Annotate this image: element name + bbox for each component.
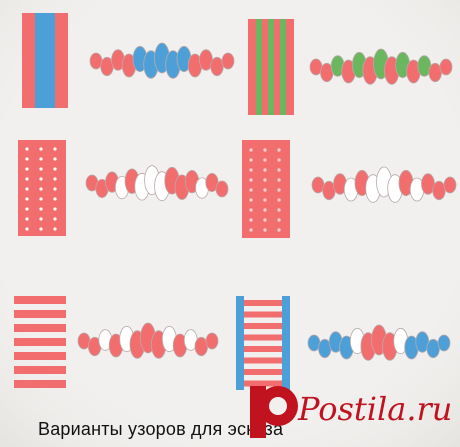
swatch-dot xyxy=(53,197,57,201)
swatch-dot xyxy=(249,148,253,152)
bead xyxy=(443,176,457,194)
postila-logo: Postila.ru xyxy=(250,386,452,438)
swatch-dot xyxy=(25,227,29,231)
swatch-red-white-dots xyxy=(18,140,66,236)
swatch-dot xyxy=(277,158,281,162)
swatch-dot xyxy=(39,147,43,151)
swatch-dot xyxy=(53,177,57,181)
swatch-dot xyxy=(249,188,253,192)
pattern-red-horizontal-stripes xyxy=(77,322,219,359)
bead xyxy=(205,332,219,350)
swatch-dot xyxy=(249,218,253,222)
swatch-dot xyxy=(39,177,43,181)
ladder-rung xyxy=(244,323,282,329)
swatch-dot xyxy=(39,167,43,171)
bead xyxy=(439,58,453,76)
swatch-red-pink-dots xyxy=(242,140,290,238)
swatch-dot xyxy=(277,178,281,182)
swatch-dot xyxy=(39,187,43,191)
bead xyxy=(426,338,440,359)
swatch-stripe xyxy=(14,324,66,332)
bead xyxy=(221,52,235,70)
swatch-blue-center-stripe xyxy=(22,13,68,108)
swatch-dot xyxy=(25,187,29,191)
swatch-stripe xyxy=(14,296,66,304)
pattern-red-dotted-white xyxy=(85,165,229,202)
swatch-dot xyxy=(25,217,29,221)
ladder-rung xyxy=(244,369,282,375)
bead xyxy=(428,62,442,83)
swatch-dot xyxy=(263,228,267,232)
bead xyxy=(215,180,229,198)
swatch-dot xyxy=(277,208,281,212)
caption: Варианты узоров для эскиза xyxy=(38,419,284,439)
swatch-dot xyxy=(277,228,281,232)
swatch-dot xyxy=(263,218,267,222)
swatch-dot xyxy=(249,228,253,232)
swatch-dot xyxy=(277,148,281,152)
swatch-dot xyxy=(263,208,267,212)
pattern-blue-center-stripe xyxy=(89,42,235,79)
swatch-dot xyxy=(53,227,57,231)
bead xyxy=(89,52,103,70)
ladder-rung xyxy=(244,334,282,341)
swatch-dot xyxy=(25,197,29,201)
swatch-dot xyxy=(25,207,29,211)
swatch-dot xyxy=(277,198,281,202)
ladder-rung xyxy=(244,300,282,306)
swatch-dot xyxy=(39,217,43,221)
swatch-dot xyxy=(25,147,29,151)
swatch-dot xyxy=(263,198,267,202)
logo-mark-icon xyxy=(250,386,298,438)
swatch-red-horizontal-stripes xyxy=(14,296,66,388)
ladder-rung xyxy=(244,357,282,364)
pattern-green-red-stripes xyxy=(309,48,453,85)
swatch-dot xyxy=(25,157,29,161)
swatch-dot xyxy=(53,147,57,151)
swatch-dot xyxy=(263,168,267,172)
swatch-dot xyxy=(25,167,29,171)
swatch-dot xyxy=(25,177,29,181)
swatch-dot xyxy=(263,188,267,192)
bead xyxy=(432,180,446,201)
swatch-dot xyxy=(53,217,57,221)
swatch-dot xyxy=(263,178,267,182)
swatch-dot xyxy=(53,187,57,191)
pattern-red-dotted-pink xyxy=(311,166,457,203)
swatch-dot xyxy=(53,157,57,161)
ladder-rung xyxy=(244,311,282,318)
bead xyxy=(311,176,325,194)
swatch-dot xyxy=(277,188,281,192)
swatch-dot xyxy=(249,208,253,212)
swatch-stripe xyxy=(14,380,66,388)
swatch-dot xyxy=(39,197,43,201)
swatch-green-red-stripes xyxy=(248,19,294,115)
swatch-dot xyxy=(39,207,43,211)
swatch-dot xyxy=(53,167,57,171)
swatch-dot xyxy=(249,158,253,162)
swatch-stripe xyxy=(14,352,66,360)
swatch-stripe xyxy=(14,310,66,318)
swatch-blue-rail-ladder xyxy=(236,296,290,390)
swatch-dot xyxy=(263,158,267,162)
swatch-dot xyxy=(249,198,253,202)
bead xyxy=(210,56,224,77)
ladder-rung xyxy=(244,346,282,352)
pattern-ladder-blue-rails xyxy=(307,324,451,361)
swatch-dot xyxy=(53,207,57,211)
swatch-dot xyxy=(249,168,253,172)
swatch-stripe xyxy=(14,338,66,346)
swatch-dot xyxy=(277,218,281,222)
logo-wordmark: Postila.ru xyxy=(297,390,452,428)
ladder-rung xyxy=(244,380,282,387)
swatch-dot xyxy=(39,227,43,231)
swatch-stripe xyxy=(14,366,66,374)
bead xyxy=(437,334,451,352)
bead-strings xyxy=(77,42,457,361)
swatch-dot xyxy=(249,178,253,182)
swatch-dot xyxy=(39,157,43,161)
swatch-dot xyxy=(263,148,267,152)
swatch-dot xyxy=(277,168,281,172)
